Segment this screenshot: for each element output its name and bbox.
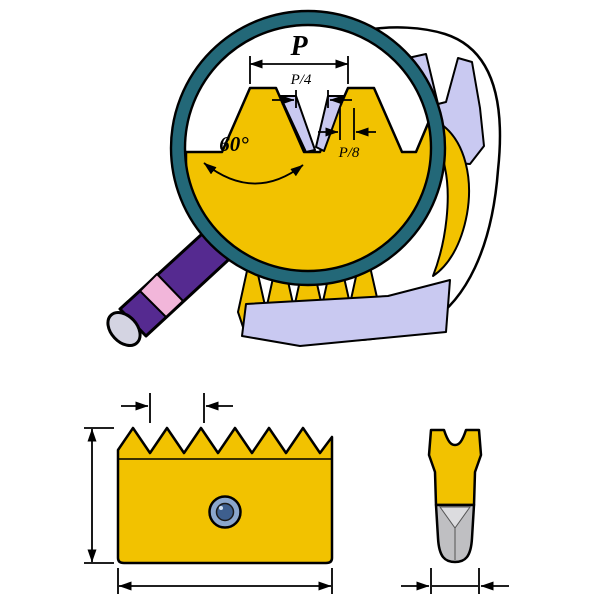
handle-tip (106, 311, 142, 347)
dim-thread-angle: 60° (203, 132, 304, 185)
side-view-top (427, 428, 483, 507)
dim-crest-flat: P/4 (272, 72, 352, 108)
magnifier-rim-inner-edge (183, 23, 433, 273)
side-view-facet (439, 506, 471, 529)
mounting-hole-inner (215, 502, 235, 522)
dim-front-pitch (121, 393, 233, 423)
thread-profile (185, 86, 431, 271)
magnifier-rim (171, 11, 445, 285)
side-view (401, 428, 509, 594)
thread-angle-arc (203, 162, 304, 185)
dim-front-width (117, 568, 333, 594)
dim-side-thickness (401, 568, 509, 594)
dim-root-flat: P/8 (318, 108, 376, 161)
dim-pitch: P (249, 31, 349, 84)
pitch-label: P (289, 31, 308, 62)
handle-band (139, 273, 184, 318)
mounting-hole-highlight (219, 506, 223, 510)
magnifier-rim-outer-edge (169, 9, 447, 287)
front-view (84, 393, 334, 594)
dim-front-height (84, 427, 114, 564)
thread-angle-label: 60° (219, 132, 249, 156)
lens-content: P P/4 P/8 60° (185, 31, 431, 271)
magnifier-scene: P P/4 P/8 60° (106, 9, 502, 347)
root-flat-label: P/8 (338, 145, 360, 161)
lavender-band-bottom (241, 279, 451, 347)
crest-flat-label: P/4 (290, 72, 312, 88)
